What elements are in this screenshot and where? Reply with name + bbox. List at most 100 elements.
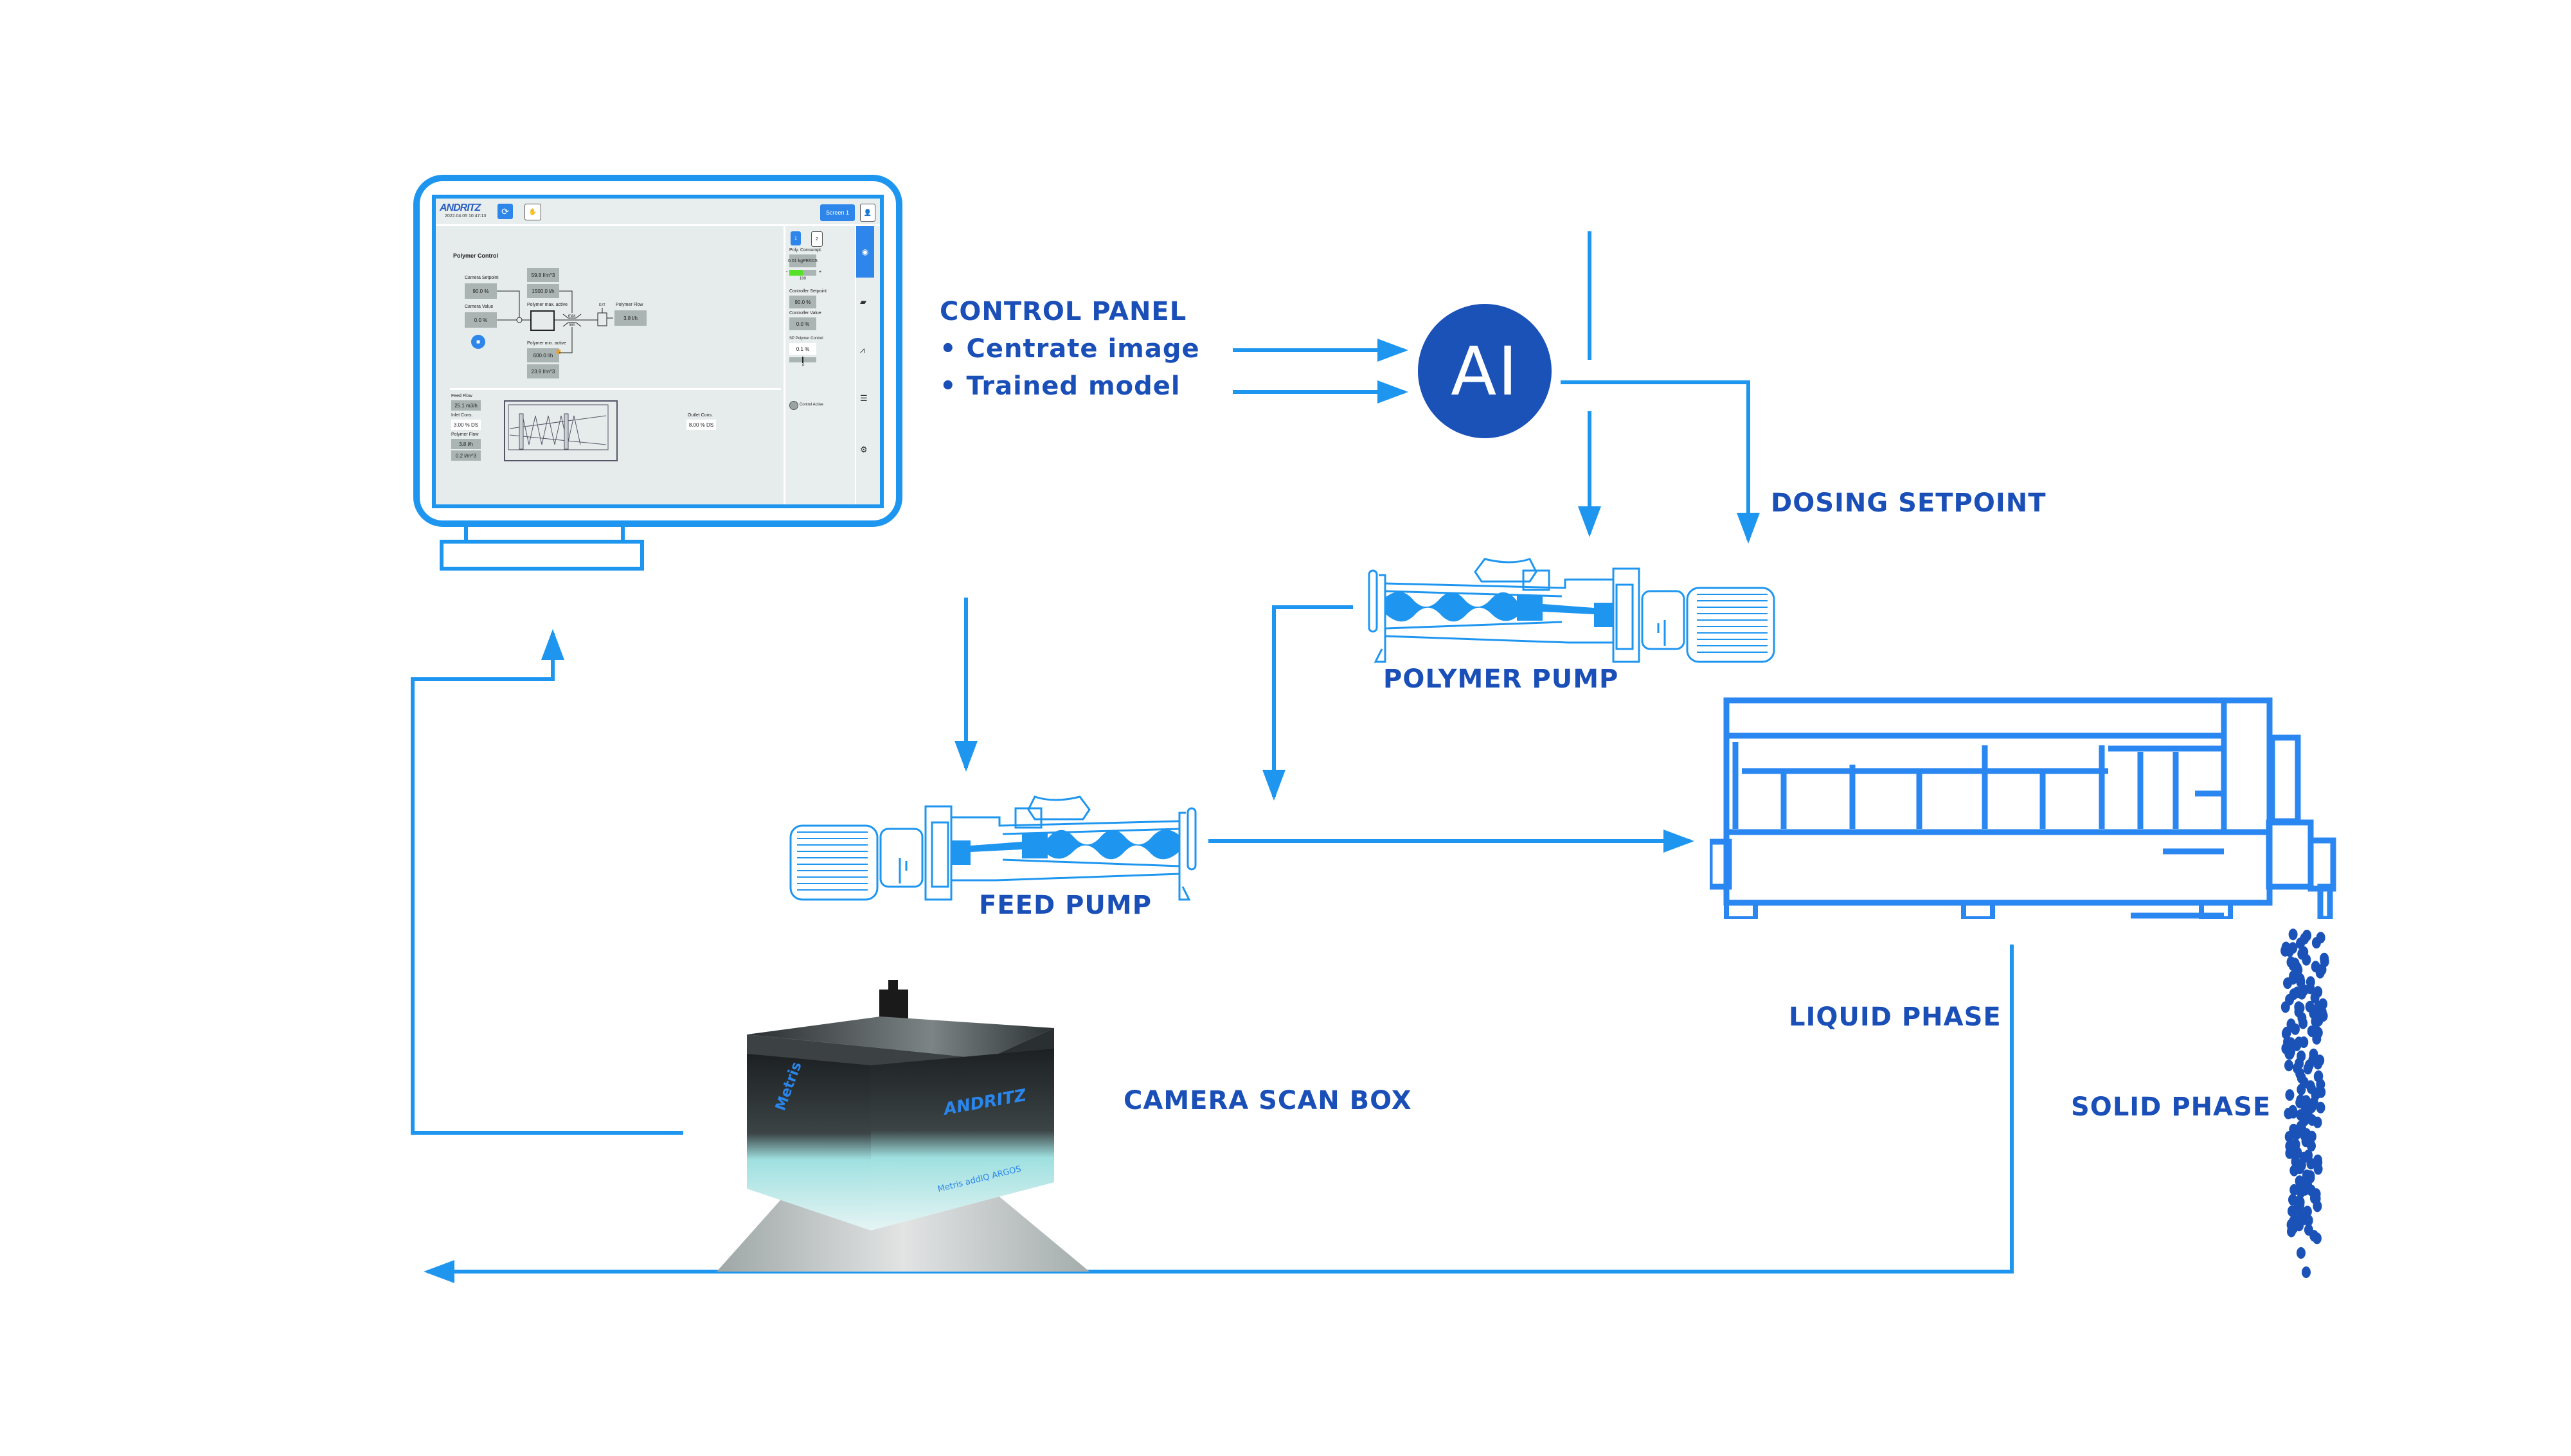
feed-pump (789, 795, 1197, 901)
solid-particle (2297, 1083, 2306, 1096)
solid-particle (2302, 954, 2311, 966)
polymer-flow-bottom-label: Polymer Flow (451, 432, 479, 437)
camera-icon[interactable]: ▰ (860, 297, 866, 306)
sp-polymer-scale: 0 (802, 364, 805, 368)
solid-particle (2288, 928, 2298, 941)
solid-particle (2296, 937, 2305, 950)
decanter-centrifuge (1710, 697, 2336, 919)
inlet-cons-field: 3.00 % DS (451, 420, 481, 430)
solid-particle (2291, 1128, 2301, 1141)
solid-particle (2313, 1163, 2323, 1175)
max-per-m3-field[interactable]: 59.8 l/m^3 (527, 268, 559, 282)
solid-particle (2280, 1001, 2290, 1013)
control-active-indicator[interactable] (789, 401, 798, 410)
camera-icon: ■ (476, 338, 481, 346)
arrow-scanbox-to-monitor (411, 629, 683, 1135)
min-per-m3-field[interactable]: 23.9 l/m^3 (527, 364, 559, 378)
solid-particle (2286, 1018, 2296, 1031)
hmi-nav-column: ◉ ▰ ⩘ ☰ ⚙ (855, 226, 880, 504)
bullet-trained-model: • Trained model (940, 371, 1181, 401)
ai-node: AI (1418, 304, 1552, 438)
control-active-label: Control Active (800, 403, 824, 407)
solid-particle (2287, 1225, 2296, 1238)
refresh-icon: ⟳ (501, 206, 509, 217)
camera-button[interactable]: ■ (471, 335, 485, 349)
polymer-flow-bottom-field: 3.8 l/h (451, 439, 481, 449)
unit-tab-2[interactable]: 2 (811, 231, 823, 247)
limiter-max-label: max (568, 314, 575, 318)
min-flow-field[interactable]: 600.0 l/h (527, 348, 559, 362)
controller-value-field: 0.0 % (789, 317, 816, 330)
min-active-indicator (557, 350, 560, 354)
solid-particle (2315, 966, 2325, 979)
solid-particle (2289, 1184, 2299, 1196)
outlet-cons-label: Outlet Cons. (688, 413, 713, 418)
camera-setpoint-field[interactable]: 90.0 % (465, 283, 497, 299)
solid-phase-label: SOLID PHASE (2071, 1092, 2271, 1122)
arrow-dosing-setpoint (1561, 380, 1760, 544)
controller-setpoint-field: 90.0 % (789, 296, 816, 308)
hand-icon: ✋ (528, 208, 537, 216)
camera-scan-box: Metris ANDRITZ Metris addIQ ARGOS (713, 977, 1099, 1279)
gear-icon[interactable]: ⚙ (860, 445, 868, 454)
section-title-polymer-control: Polymer Control (453, 253, 499, 259)
camera-value-label: Camera Value (465, 305, 494, 309)
sp-polymer-control-label: SP Polymer Control (789, 337, 823, 341)
user-button[interactable]: 👤 (860, 204, 875, 222)
sp-slider-handle[interactable] (802, 357, 803, 363)
controller-value-label: Controller Value (789, 311, 821, 315)
solid-particle (2295, 1097, 2305, 1108)
solid-particle (2313, 1058, 2323, 1070)
refresh-button[interactable]: ⟳ (497, 204, 513, 219)
solid-particle (2312, 1232, 2322, 1245)
camera-scan-box-label: CAMERA SCAN BOX (1124, 1086, 1412, 1115)
bar-minus-label: - (786, 270, 788, 274)
feed-pump-label: FEED PUMP (979, 891, 1152, 920)
screen-select-button[interactable]: Screen 1 (820, 204, 855, 221)
solid-particle (2306, 1158, 2316, 1169)
report-icon[interactable]: ☰ (860, 393, 868, 403)
solid-particle (2296, 1109, 2306, 1121)
hmi-header: ANDRITZ 2022.04.05 10:47:13 ⟳ ✋ Screen 1… (436, 199, 880, 226)
solid-particle (2285, 1147, 2295, 1159)
limiter-min-label: min (569, 323, 575, 327)
scan-box-left-face (747, 1054, 871, 1230)
feed-flow-field: 25.1 m3/h (451, 400, 481, 411)
dosing-setpoint-label: DOSING SETPOINT (1771, 488, 2047, 518)
bullet-centrate-image: • Centrate image (940, 334, 1200, 364)
polymer-min-active-label: Polymer min. active (527, 341, 567, 346)
unit-tab-1[interactable]: 1 (791, 231, 801, 245)
solid-particle (2303, 1063, 2313, 1075)
camera-value-field: 0.0 % (465, 312, 497, 328)
poly-consumpt-scale: 100 (800, 277, 807, 281)
poly-consumpt-label: Poly. Consumpt. (789, 248, 822, 253)
polymer-pump (1368, 558, 1775, 663)
poly-consumpt-bar-fill (789, 270, 803, 276)
sp-polymer-control-field[interactable]: 0.1 % (789, 343, 816, 355)
solid-particle (2297, 1247, 2306, 1259)
solid-particle (2316, 1101, 2325, 1114)
max-flow-field[interactable]: 1500.0 l/h (527, 284, 559, 298)
trend-chart-icon[interactable]: ⩘ (860, 345, 865, 355)
hmi-screen: ANDRITZ 2022.04.05 10:47:13 ⟳ ✋ Screen 1… (432, 195, 884, 508)
sp-polymer-control-slider[interactable] (789, 357, 816, 363)
solid-particle (2284, 1131, 2294, 1143)
solid-particle (2283, 977, 2292, 990)
nav-overview-button[interactable]: ◉ (856, 226, 874, 278)
bar-plus-label: + (819, 270, 822, 274)
solid-particle (2284, 1108, 2293, 1119)
solid-particle (2285, 1089, 2295, 1101)
decanter-schematic (504, 400, 618, 461)
hand-mode-button[interactable]: ✋ (524, 204, 541, 220)
solid-particle (2297, 988, 2307, 1000)
solid-particle (2313, 1116, 2322, 1128)
ext-label: EXT (599, 303, 605, 307)
polymer-flow-top-label: Polymer Flow (616, 303, 643, 307)
monitor-stand-base (440, 540, 644, 571)
monitor-stand-neck (464, 527, 625, 542)
scan-box-right-face (871, 1049, 1054, 1230)
solid-particle (2296, 1186, 2306, 1198)
inlet-cons-label: Inlet Cons. (451, 413, 473, 418)
scan-box-lid (747, 1017, 1054, 1059)
liquid-phase-label: LIQUID PHASE (1789, 1002, 2002, 1032)
